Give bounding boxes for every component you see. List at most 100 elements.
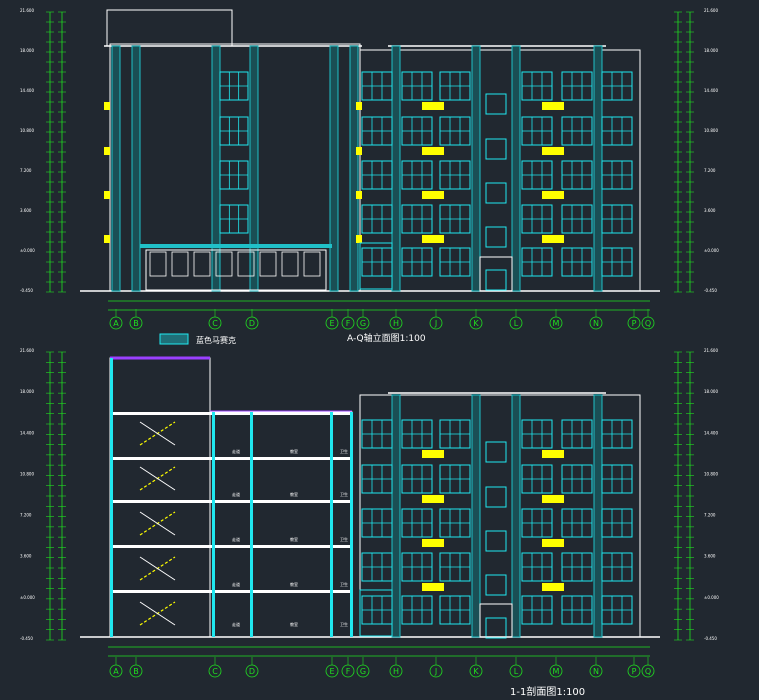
- section-room-label: 走道: [232, 536, 240, 542]
- axis-bubble: [341, 316, 355, 330]
- level-tag: 21.600: [20, 348, 34, 353]
- section-title: 1-1剖面图1:100: [510, 687, 586, 698]
- axis-label: A: [113, 667, 119, 676]
- section-room-label: 卫生: [340, 448, 348, 454]
- section-yellow-railing: [542, 450, 564, 458]
- elevation-right-dimension-chain: 21.60018.00014.40010.8007.2003.600±0.000…: [674, 8, 719, 293]
- section-floor-slabs: [110, 412, 352, 593]
- axis-bubble: [109, 316, 123, 330]
- level-tag: 18.000: [20, 389, 34, 394]
- level-tag: 7.200: [704, 513, 716, 518]
- axis-bubble: [589, 664, 603, 678]
- floor-slab: [110, 500, 352, 503]
- storefront-bay: [303, 251, 321, 277]
- axis-bubble: [208, 316, 222, 330]
- axis-bubble: [129, 316, 143, 330]
- section-yellow-railing: [422, 583, 444, 591]
- axis-label: Q: [645, 319, 651, 328]
- storefront-bay: [215, 251, 233, 277]
- elevation-yellow-railing: [104, 102, 110, 110]
- level-tag: 14.400: [20, 430, 34, 435]
- axis-bubble: [429, 664, 443, 678]
- axis-label: F: [346, 667, 351, 676]
- cut-column: [110, 358, 113, 637]
- axis-bubble: [509, 316, 523, 330]
- axis-bubble: [469, 664, 483, 678]
- axis-bubble: [356, 316, 370, 330]
- level-tag: 21.600: [20, 8, 34, 13]
- axis-bubble: [208, 664, 222, 678]
- elevation-yellow-railing: [356, 235, 362, 243]
- elevation-windows: [104, 71, 633, 291]
- section-pilaster: [391, 394, 401, 638]
- level-tag: 10.800: [20, 471, 34, 476]
- legend-label: 蓝色马赛克: [196, 336, 236, 345]
- section-right-dimension-chain: 21.60018.00014.40010.8007.2003.600±0.000…: [674, 348, 719, 641]
- elevation-stair-window: [485, 226, 507, 248]
- level-tag: 14.400: [704, 430, 718, 435]
- floor-slab: [110, 457, 352, 460]
- axis-label: H: [393, 667, 399, 676]
- axis-bubble: [509, 664, 523, 678]
- section-room-label: 教室: [290, 536, 298, 542]
- axis-label: K: [473, 319, 479, 328]
- elevation-pilaster: [329, 45, 339, 292]
- stair-flight: [139, 466, 176, 491]
- axis-label: P: [632, 667, 637, 676]
- section-room-label: 教室: [290, 491, 298, 497]
- section-pilaster: [511, 394, 521, 638]
- section-room-label: 走道: [232, 581, 240, 587]
- elevation-yellow-railing: [422, 191, 444, 199]
- section-yellow-railing: [542, 539, 564, 547]
- axis-bubble: [389, 664, 403, 678]
- floor-slab: [110, 412, 352, 415]
- axis-bubble: [325, 664, 339, 678]
- section-pilaster: [471, 394, 481, 638]
- level-tag: 7.200: [704, 168, 716, 173]
- cut-column: [250, 412, 253, 637]
- elevation-title: A-Q轴立面图1:100: [347, 334, 426, 344]
- cut-column: [350, 412, 353, 637]
- axis-bubble: [627, 664, 641, 678]
- level-tag: 18.000: [704, 48, 718, 53]
- section-room-label: 卫生: [340, 536, 348, 542]
- elevation-yellow-railing: [356, 191, 362, 199]
- section-stair-window: [485, 441, 507, 463]
- elevation-yellow-railing: [422, 147, 444, 155]
- elevation-dimensions: 21.60018.00014.40010.8007.2003.600±0.000…: [20, 8, 719, 311]
- stair-flight: [139, 421, 176, 446]
- elevation-side-door: [359, 242, 393, 290]
- axis-label: C: [212, 319, 218, 328]
- section-stair-flights: [139, 421, 176, 626]
- elevation-view: [80, 9, 660, 292]
- axis-label: J: [434, 667, 437, 676]
- section-room-label: 教室: [290, 581, 298, 587]
- elevation-pilaster: [131, 45, 141, 292]
- stair-flight: [139, 511, 176, 536]
- level-tag: 3.600: [20, 208, 32, 213]
- level-tag: ±0.000: [704, 595, 719, 600]
- axis-bubble: [641, 316, 655, 330]
- section-room-label: 走道: [232, 621, 240, 627]
- elevation-pilaster: [511, 45, 521, 292]
- level-tag: 18.000: [20, 48, 34, 53]
- level-tag: -0.450: [20, 288, 33, 293]
- axis-bubble: [429, 316, 443, 330]
- axis-label: F: [346, 319, 351, 328]
- elevation-pilaster: [249, 45, 259, 292]
- storefront-bay: [281, 251, 299, 277]
- level-tag: 7.200: [20, 168, 32, 173]
- section-stair-window: [485, 486, 507, 508]
- axis-label: Q: [645, 667, 651, 676]
- section-dimensions: 21.60018.00014.40010.8007.2003.600±0.000…: [20, 348, 719, 657]
- axis-label: A: [113, 319, 119, 328]
- elevation-stair-window: [485, 269, 507, 291]
- entrance-canopy: [140, 244, 332, 248]
- axis-label: L: [514, 319, 519, 328]
- axis-bubble: [389, 316, 403, 330]
- level-tag: 14.400: [20, 88, 34, 93]
- elevation-columns: [111, 45, 603, 292]
- elevation-stair-window: [485, 93, 507, 115]
